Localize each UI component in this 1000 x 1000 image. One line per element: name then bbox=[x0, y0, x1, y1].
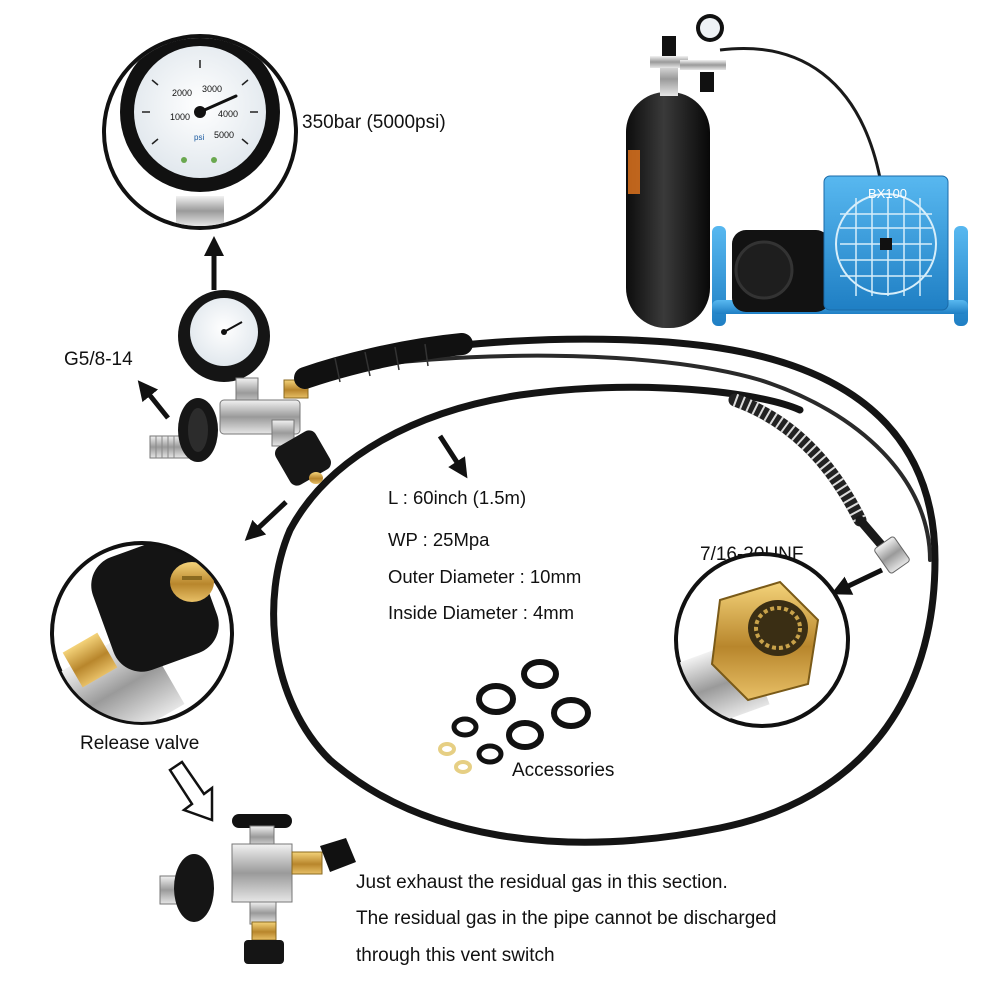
hollow-arrow-icon bbox=[168, 760, 214, 822]
gauge-needle bbox=[198, 94, 238, 114]
valve-detail-body bbox=[231, 843, 293, 903]
hose-grip bbox=[294, 333, 473, 389]
assembly-release-valve bbox=[275, 430, 331, 486]
tank-and-compressor: BX100 bbox=[626, 14, 968, 328]
hose-spring-guard bbox=[728, 393, 910, 574]
release-valve-callout bbox=[50, 541, 234, 725]
accessory-o-rings bbox=[438, 659, 591, 774]
inlet-thread-label: G5/8-14 bbox=[64, 349, 133, 370]
release-valve-label: Release valve bbox=[80, 733, 199, 754]
gauge-dial-number-4: 4000 bbox=[218, 109, 238, 119]
hose-spec-inside-diameter: Inside Diameter : 4mm bbox=[388, 602, 575, 623]
hose-spec-length: L : 60inch (1.5m) bbox=[388, 487, 527, 508]
gauge-dial-number-5: 5000 bbox=[214, 130, 234, 140]
arrow-down-left-icon bbox=[244, 500, 288, 541]
gauge-pressure-label: 350bar (5000psi) bbox=[302, 112, 446, 133]
gauge-dial-number-3: 3000 bbox=[202, 84, 222, 94]
hose-spec-outer-diameter: Outer Diameter : 10mm bbox=[388, 566, 582, 587]
gauge-dial-number-2: 2000 bbox=[172, 88, 192, 98]
valve-detail-knob bbox=[174, 854, 214, 922]
note-line-3: through this vent switch bbox=[356, 945, 555, 966]
gauge-callout: 1000 2000 3000 4000 5000 psi bbox=[102, 34, 298, 230]
note-line-1: Just exhaust the residual gas in this se… bbox=[356, 872, 728, 893]
hose-coil bbox=[270, 335, 939, 846]
release-valve-brass-port bbox=[170, 562, 214, 602]
arrow-down-right-icon bbox=[437, 434, 468, 479]
valve-detail-bottom bbox=[159, 814, 356, 964]
arrow-up-left-icon bbox=[137, 380, 170, 420]
note-line-2: The residual gas in the pipe cannot be d… bbox=[356, 908, 777, 929]
carbon-fiber-tank bbox=[626, 92, 710, 328]
gauge-dial-unit: psi bbox=[194, 133, 204, 142]
hose-outlet-fitting bbox=[874, 536, 910, 574]
accessories-label: Accessories bbox=[512, 760, 614, 781]
compressor-badge: BX100 bbox=[868, 186, 907, 201]
gauge-dial-number-1: 1000 bbox=[170, 112, 190, 122]
hose-spec-working-pressure: WP : 25Mpa bbox=[388, 529, 490, 550]
fill-station-assembly bbox=[149, 290, 473, 486]
arrow-left-icon bbox=[830, 567, 884, 595]
outlet-nut-callout bbox=[674, 552, 850, 728]
